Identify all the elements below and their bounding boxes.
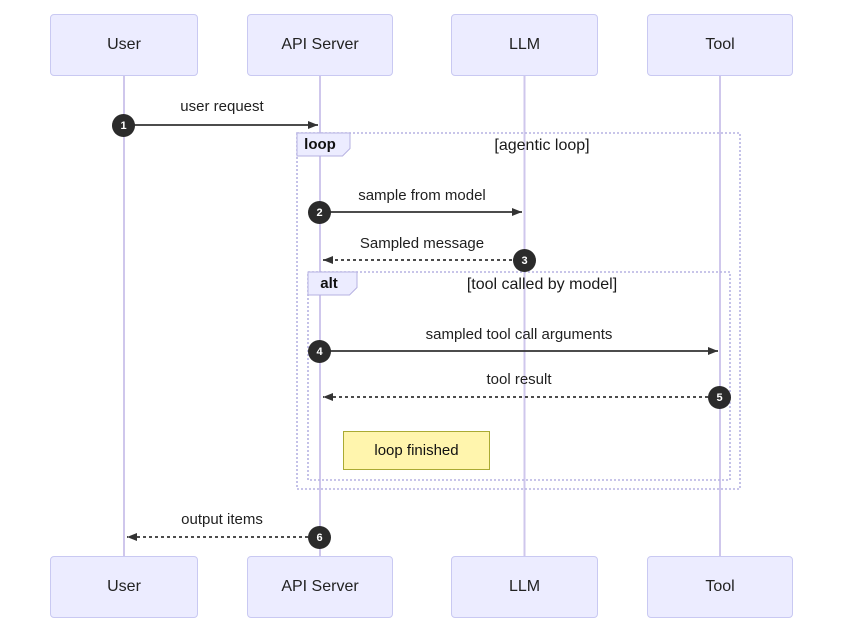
- alt-tab-shape: [307, 271, 358, 296]
- sequence-number-badge-5: 5: [708, 386, 731, 409]
- actor-bottom-tool: Tool: [647, 556, 793, 618]
- actor-top-user: User: [50, 14, 198, 76]
- loop-frame-title: [agentic loop]: [494, 137, 590, 154]
- sequence-number-badge-1: 1: [112, 114, 135, 137]
- actor-bottom-llm: LLM: [451, 556, 598, 618]
- loop-frame: [296, 132, 741, 490]
- message-label-user-request: user request: [180, 98, 264, 115]
- actor-top-api-server: API Server: [247, 14, 393, 76]
- alt-frame-title: [tool called by model]: [466, 276, 618, 293]
- actor-bottom-user: User: [50, 556, 198, 618]
- actor-top-tool: Tool: [647, 14, 793, 76]
- loop-tab-shape: [296, 132, 351, 157]
- message-label-output-items: output items: [181, 511, 263, 528]
- message-label-sampled-message: Sampled message: [359, 235, 485, 252]
- message-label-sampled-tool-call-arguments: sampled tool call arguments: [425, 326, 613, 343]
- message-label-tool-result: tool result: [486, 371, 552, 388]
- actor-bottom-api-server: API Server: [247, 556, 393, 618]
- note-loop-finished: loop finished: [343, 431, 490, 470]
- sequence-number-badge-6: 6: [308, 526, 331, 549]
- alt-tab-label: alt: [320, 275, 338, 292]
- alt-frame: [307, 271, 731, 481]
- message-label-sample-from-model: sample from model: [358, 187, 486, 204]
- sequence-number-badge-3: 3: [513, 249, 536, 272]
- actor-top-llm: LLM: [451, 14, 598, 76]
- loop-tab-label: loop: [304, 136, 336, 153]
- sequence-number-badge-2: 2: [308, 201, 331, 224]
- sequence-number-badge-4: 4: [308, 340, 331, 363]
